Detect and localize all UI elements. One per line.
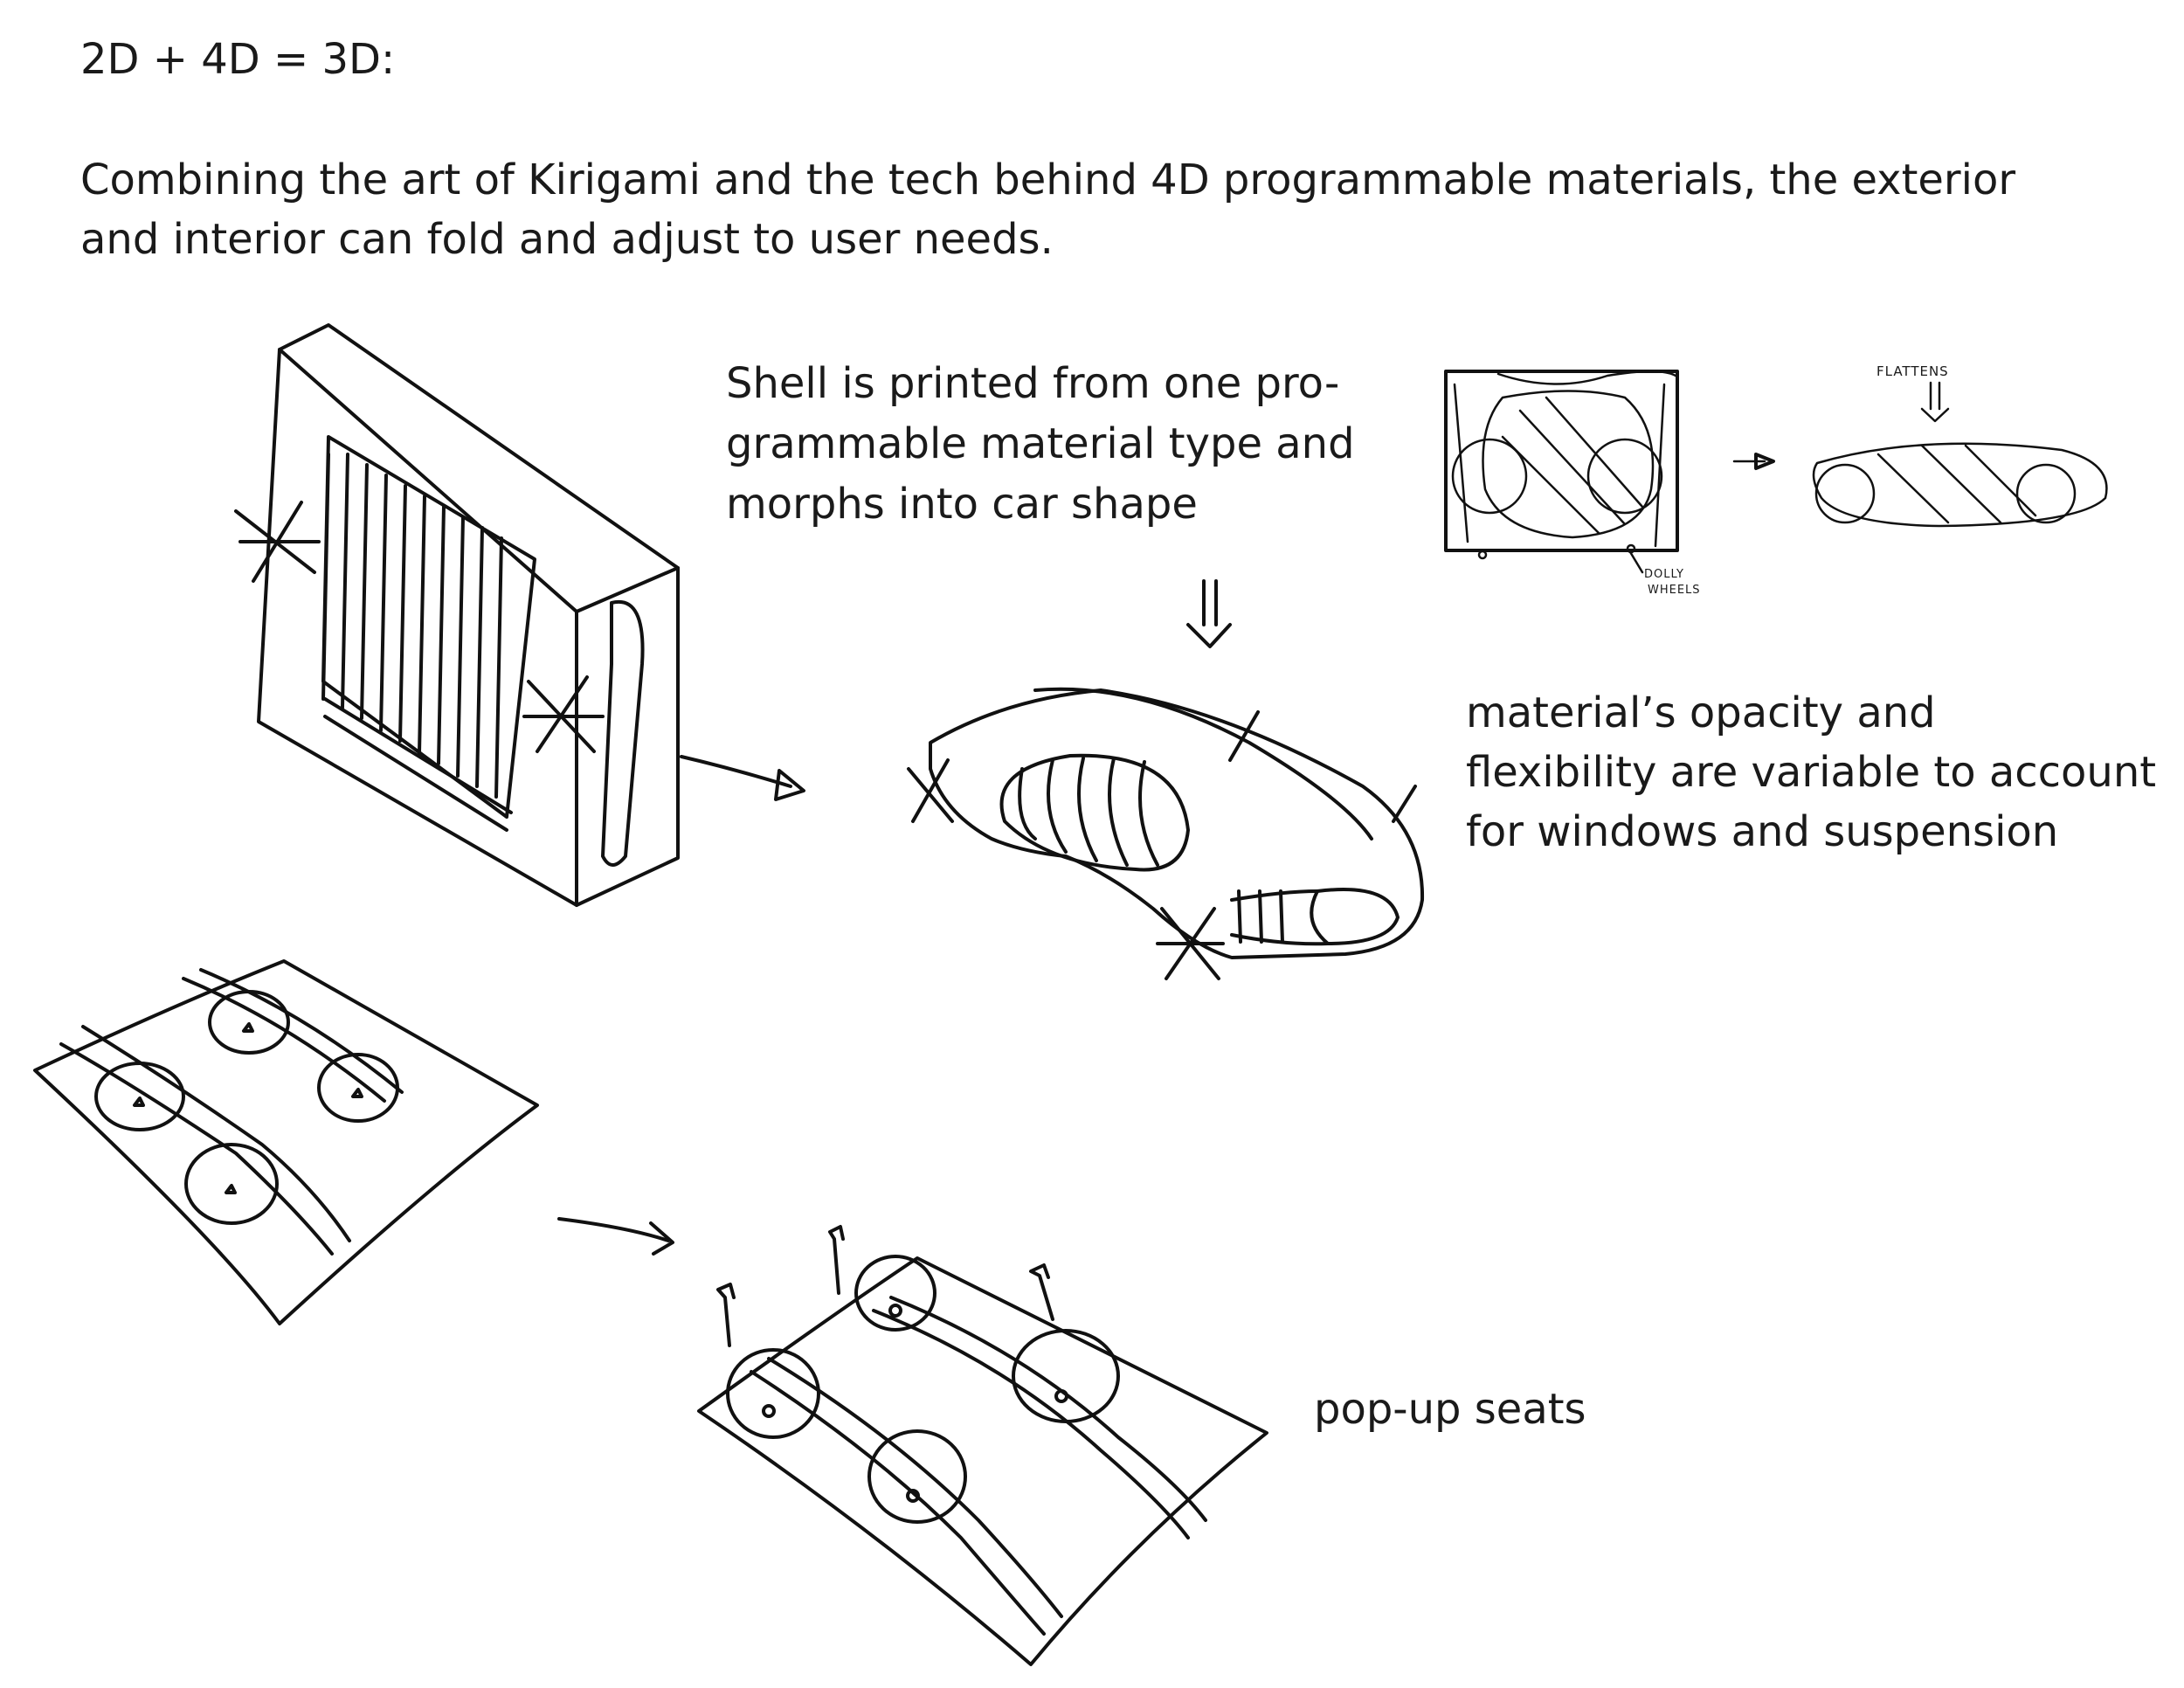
flattened-car-sketch [1814,383,2106,526]
small-arrow [1734,454,1773,468]
flat-seat-sheet [35,961,537,1324]
down-arrow [1188,581,1230,647]
popup-seat-sheet [699,1227,1267,1664]
folding-car-sketch [1446,371,1677,572]
car-shape-sketch [909,689,1422,979]
flat-panel-sketch [236,325,678,905]
arrow-to-car [681,757,804,799]
arrow-to-seats [559,1219,673,1254]
